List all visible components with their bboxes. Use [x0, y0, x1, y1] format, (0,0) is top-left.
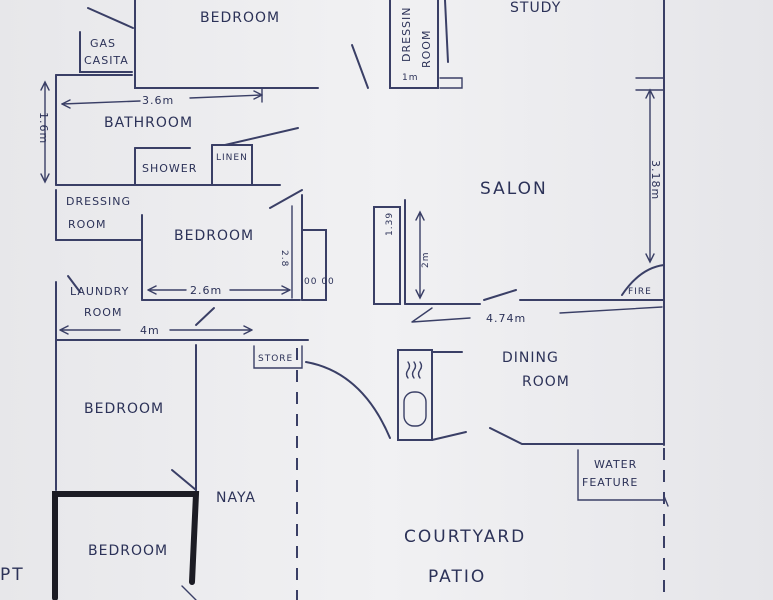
dim-laundry-width: 4m — [140, 324, 160, 337]
label-salon: SALON — [480, 179, 548, 199]
label-bedroom-top: BEDROOM — [200, 10, 280, 26]
dim-salon-height: 3.18m — [649, 160, 662, 200]
dim-salon-inner-height: 2m — [421, 252, 431, 269]
label-naya: NAYA — [216, 490, 256, 506]
label-bathroom: BATHROOM — [104, 115, 193, 131]
label-casita: CASITA — [84, 54, 129, 67]
dim-dressing-width: 1m — [402, 73, 419, 83]
label-gas: GAS — [90, 37, 116, 50]
label-study: STUDY — [510, 0, 561, 16]
dim-cabinet: 1.39 — [385, 212, 395, 236]
label-courtyard: COURTYARD — [404, 527, 526, 547]
label-bedroom-middle: BEDROOM — [174, 228, 254, 244]
label-dressing-vertical-2: ROOM — [420, 30, 433, 68]
label-edge-mark: PT — [0, 565, 25, 585]
label-fire: FIRE — [628, 287, 652, 297]
walls — [40, 0, 669, 600]
label-laundry-1: LAUNDRY — [70, 285, 129, 298]
label-store: STORE — [258, 354, 293, 364]
label-laundry-2: ROOM — [84, 306, 122, 319]
dim-bedroom-height: 2.8 — [279, 250, 289, 267]
room-labels: BEDROOM STUDY GAS CASITA DRESSIN ROOM BA… — [0, 0, 652, 587]
dim-salon-width: 4.74m — [486, 312, 526, 325]
label-dressing-2: ROOM — [68, 218, 106, 231]
dim-bathroom-width: 3.6m — [142, 94, 174, 107]
dim-bathroom-height: 1.6m — [37, 112, 50, 144]
label-linen: LINEN — [216, 153, 248, 163]
label-water: WATER — [594, 458, 637, 471]
label-dining-1: DINING — [502, 350, 559, 366]
label-feature: FEATURE — [582, 476, 638, 489]
label-bedroom-left: BEDROOM — [84, 401, 164, 417]
label-dressing-1: DRESSING — [66, 195, 131, 208]
label-bedroom-bottom: BEDROOM — [88, 543, 168, 559]
label-patio: PATIO — [428, 567, 486, 587]
dimension-labels: 3.6m 1.6m 1m 3.18m 2m 1.39 2.6m 2.8 4m 4… — [37, 73, 662, 337]
label-dressing-vertical-1: DRESSIN — [400, 6, 413, 62]
dim-bedroom-width: 2.6m — [190, 284, 222, 297]
label-shower: SHOWER — [142, 162, 197, 175]
dim-stove-marks: 00 00 — [304, 277, 335, 287]
label-dining-2: ROOM — [522, 374, 570, 390]
